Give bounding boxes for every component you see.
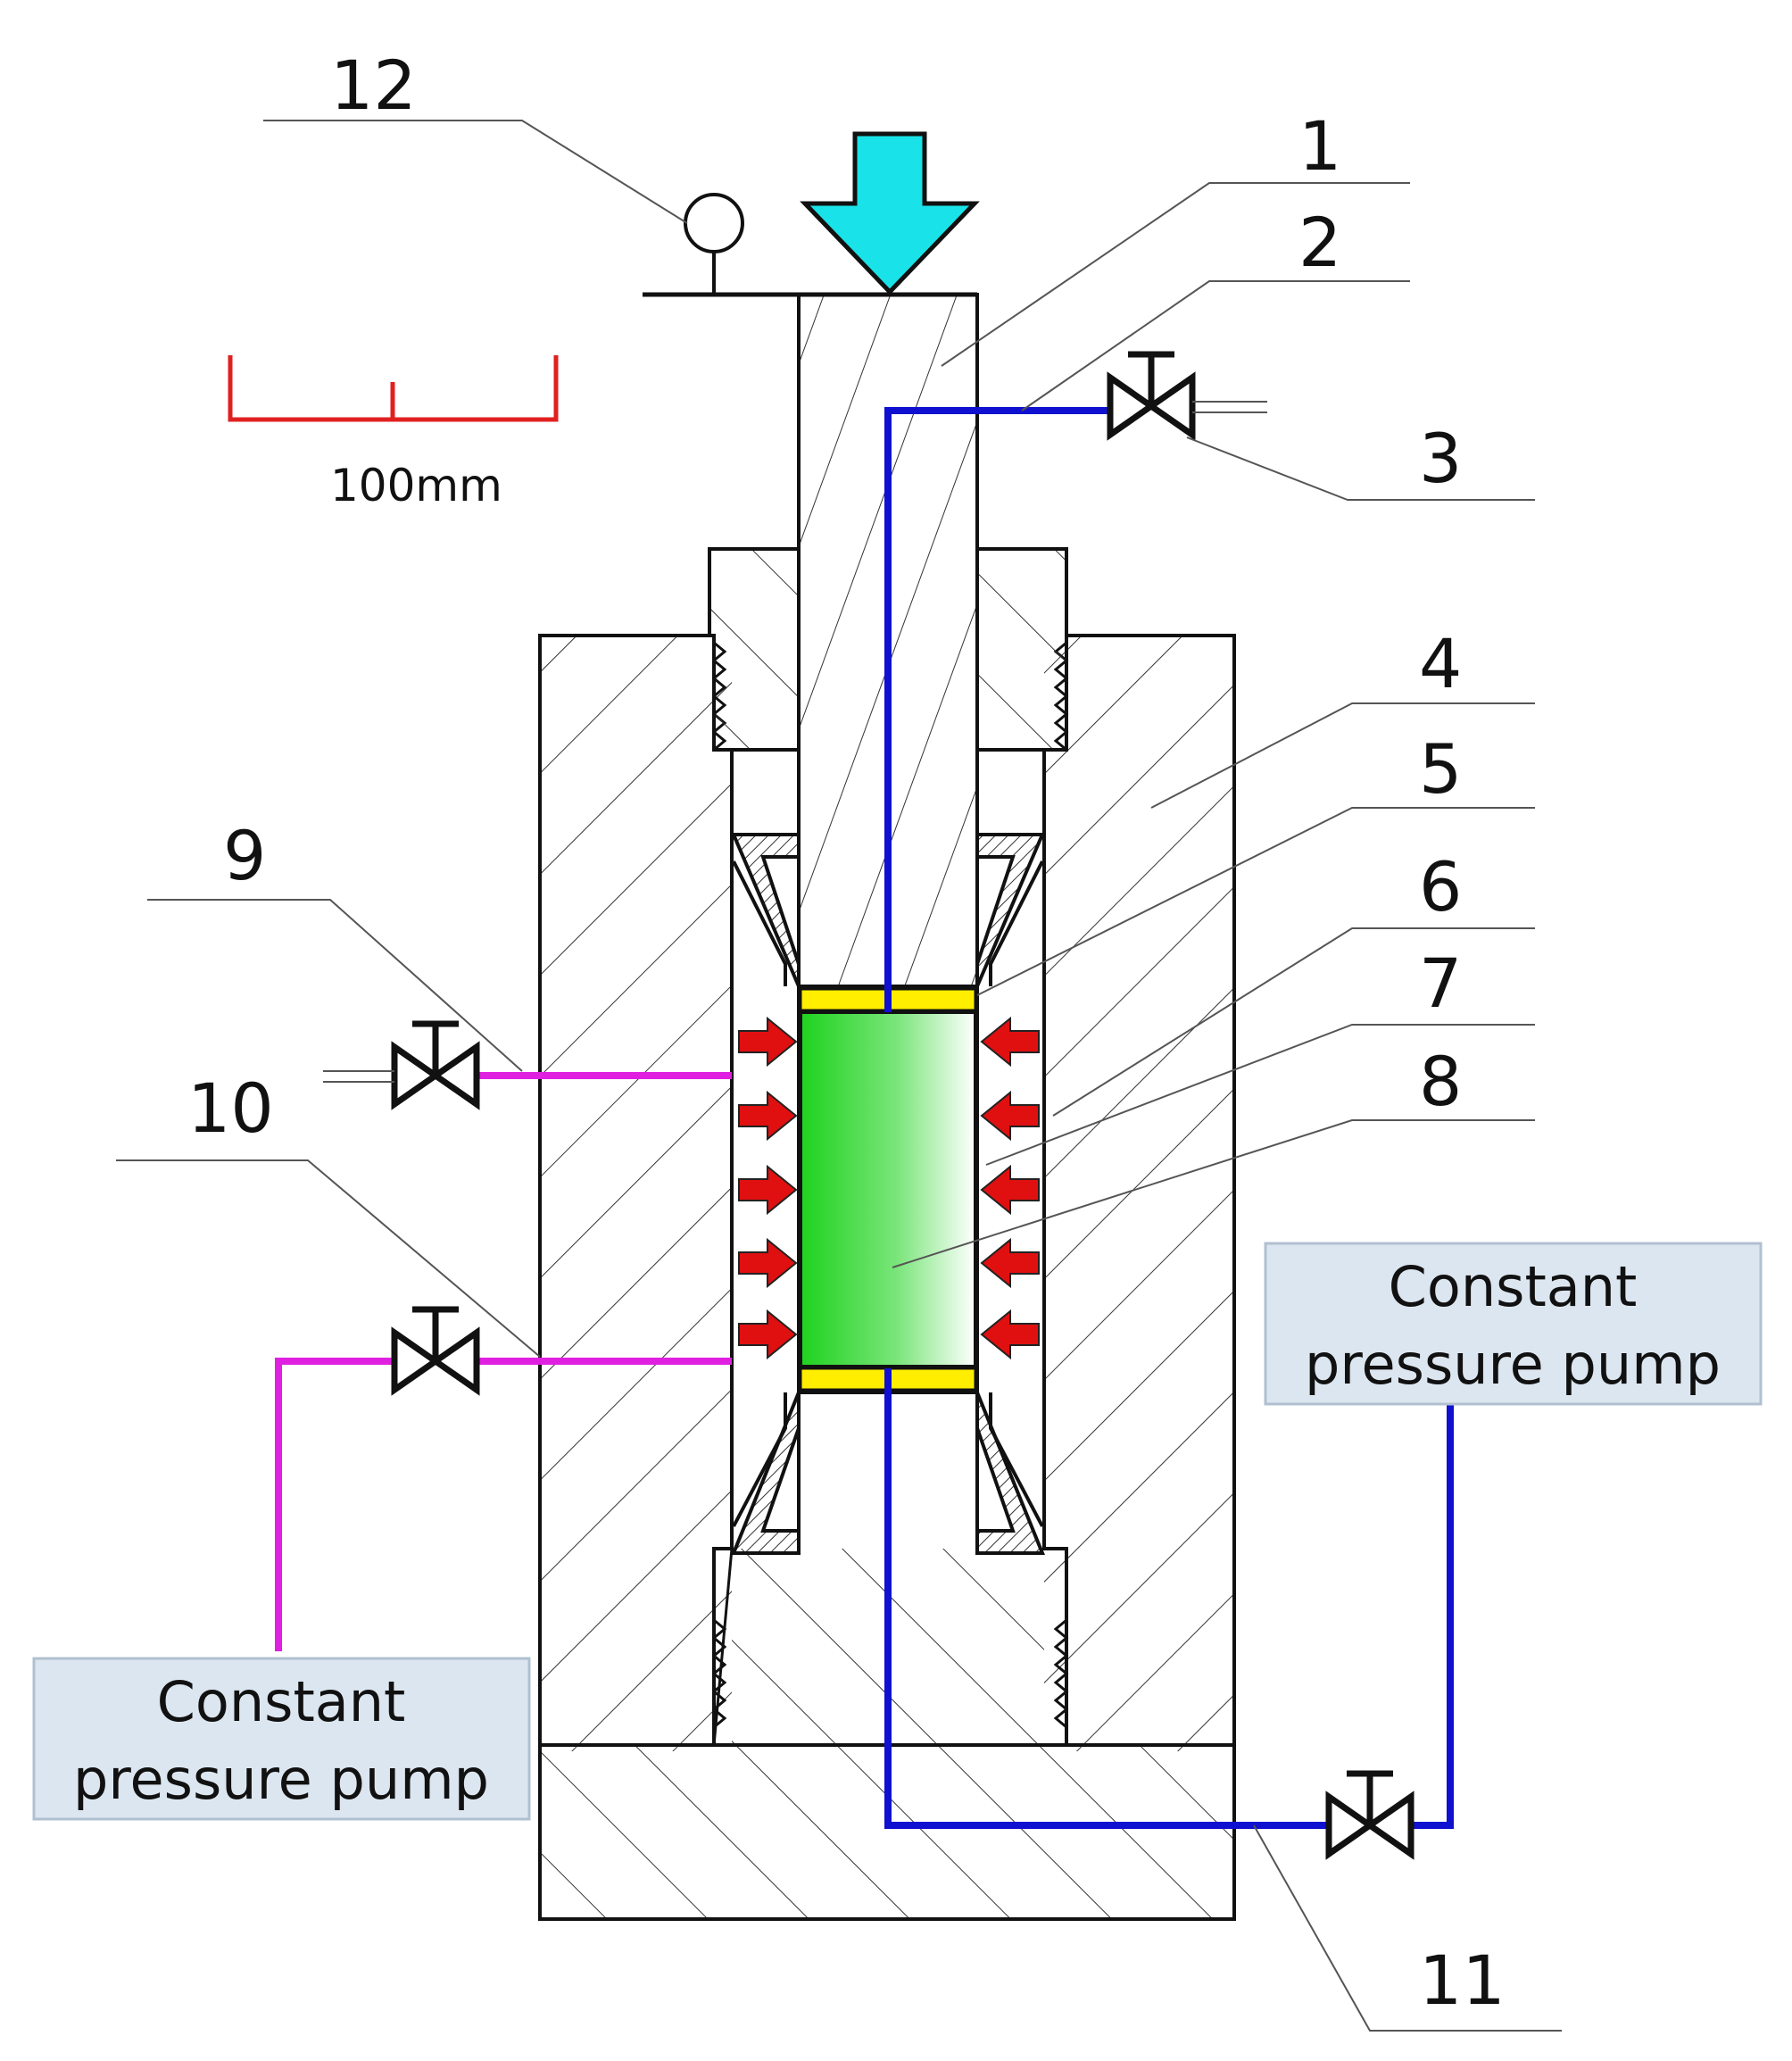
label-2: 2 — [1298, 203, 1341, 282]
specimen — [799, 1010, 977, 1368]
label-7: 7 — [1419, 943, 1462, 1023]
pump-box-left: Constant pressure pump — [32, 1657, 531, 1821]
label-6: 6 — [1419, 847, 1462, 927]
label-5: 5 — [1419, 729, 1462, 809]
leader-lines — [116, 120, 1562, 2032]
pump-right-line2: pressure pump — [1305, 1332, 1721, 1397]
scale-bar-label: 100mm — [330, 460, 502, 511]
label-8: 8 — [1419, 1042, 1462, 1121]
label-9: 9 — [223, 816, 266, 895]
confining-lines — [275, 1072, 732, 1651]
label-12: 12 — [330, 46, 417, 125]
callout-labels: 12 1 2 3 4 5 6 7 8 9 10 11 — [187, 46, 1506, 2020]
axial-flow-line — [884, 407, 1454, 1829]
label-11: 11 — [1419, 1940, 1506, 2020]
pump-left-line1: Constant — [157, 1669, 406, 1734]
label-1: 1 — [1298, 106, 1341, 186]
pump-left-line2: pressure pump — [73, 1747, 489, 1812]
top-cap — [708, 547, 1068, 752]
axial-load-arrow — [800, 131, 980, 295]
upper-seals — [730, 833, 1046, 987]
label-3: 3 — [1419, 419, 1462, 498]
valve-11[interactable] — [1329, 1774, 1411, 1854]
scale-bar — [228, 355, 559, 422]
valve-3[interactable] — [1110, 354, 1192, 435]
valve-10[interactable] — [394, 1309, 477, 1390]
label-10: 10 — [187, 1068, 274, 1148]
valve-9[interactable] — [394, 1024, 477, 1104]
pressure-gauge — [643, 193, 977, 297]
pump-box-right: Constant pressure pump — [1264, 1242, 1763, 1406]
pump-right-line1: Constant — [1389, 1254, 1638, 1319]
lower-seals — [731, 1392, 1045, 1555]
label-4: 4 — [1419, 624, 1462, 703]
valve-stub-lines — [323, 401, 1267, 1083]
